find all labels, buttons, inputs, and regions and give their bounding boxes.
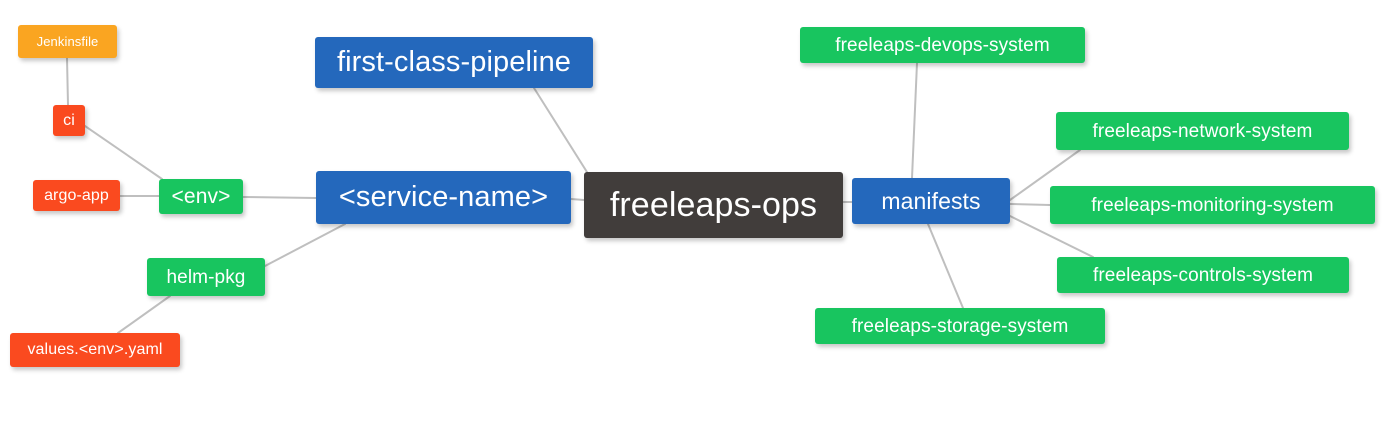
node-env[interactable]: <env> bbox=[159, 179, 243, 214]
node-label: ci bbox=[63, 111, 75, 129]
edge-ops-pipeline bbox=[533, 87, 593, 181]
node-service-name[interactable]: <service-name> bbox=[316, 171, 571, 224]
edge-ops-service bbox=[570, 198, 585, 201]
node-argo-app[interactable]: argo-app bbox=[33, 180, 120, 211]
node-label: helm-pkg bbox=[166, 266, 246, 288]
node-freeleaps-ops[interactable]: freeleaps-ops bbox=[584, 172, 843, 238]
node-freeleaps-monitoring-system[interactable]: freeleaps-monitoring-system bbox=[1050, 186, 1375, 224]
edge-manifests-monitor bbox=[1009, 203, 1051, 206]
node-label: freeleaps-storage-system bbox=[851, 315, 1069, 337]
node-first-class-pipeline[interactable]: first-class-pipeline bbox=[315, 37, 593, 88]
node-label: freeleaps-monitoring-system bbox=[1091, 194, 1334, 216]
node-freeleaps-controls-system[interactable]: freeleaps-controls-system bbox=[1057, 257, 1349, 293]
node-label: freeleaps-ops bbox=[609, 186, 818, 224]
edge-manifests-storage bbox=[927, 223, 964, 309]
node-label: first-class-pipeline bbox=[336, 46, 572, 78]
node-label: freeleaps-devops-system bbox=[835, 34, 1050, 56]
node-manifests[interactable]: manifests bbox=[852, 178, 1010, 224]
node-label: <service-name> bbox=[338, 181, 549, 213]
node-label: argo-app bbox=[44, 186, 109, 204]
node-values-env-yaml[interactable]: values.<env>.yaml bbox=[10, 333, 180, 367]
node-jenkinsfile[interactable]: Jenkinsfile bbox=[18, 25, 117, 58]
node-label: freeleaps-network-system bbox=[1092, 120, 1313, 142]
node-label: <env> bbox=[171, 185, 231, 208]
edge-service-env bbox=[242, 196, 317, 199]
node-freeleaps-network-system[interactable]: freeleaps-network-system bbox=[1056, 112, 1349, 150]
node-helm-pkg[interactable]: helm-pkg bbox=[147, 258, 265, 296]
edge-env-ci bbox=[84, 125, 163, 180]
node-label: values.<env>.yaml bbox=[27, 341, 163, 358]
node-label: Jenkinsfile bbox=[36, 34, 99, 49]
node-ci[interactable]: ci bbox=[53, 105, 85, 136]
node-freeleaps-devops-system[interactable]: freeleaps-devops-system bbox=[800, 27, 1085, 63]
node-freeleaps-storage-system[interactable]: freeleaps-storage-system bbox=[815, 308, 1105, 344]
edge-helm-values bbox=[117, 295, 171, 334]
edge-ci-jenkinsfile bbox=[66, 57, 69, 106]
node-label: manifests bbox=[881, 187, 981, 214]
node-label: freeleaps-controls-system bbox=[1092, 264, 1314, 286]
edge-service-helm bbox=[264, 223, 346, 267]
edge-manifests-devops bbox=[911, 62, 918, 179]
